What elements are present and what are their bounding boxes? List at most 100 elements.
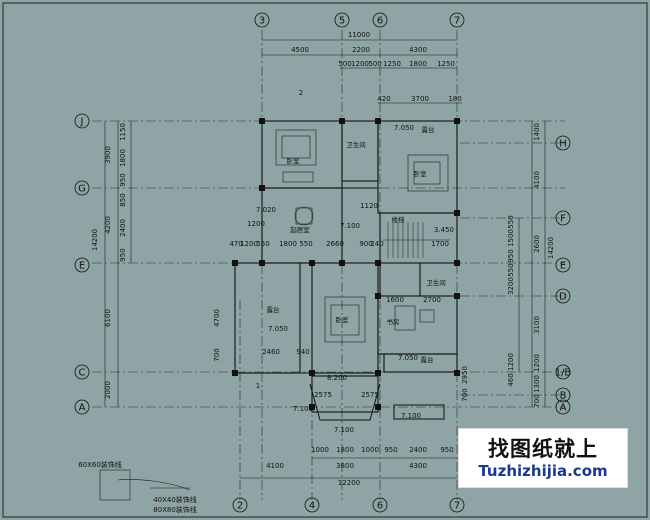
- dim-interior-8: 1700: [431, 240, 449, 248]
- dim-right-inner-0: 550: [507, 215, 515, 228]
- dim-left-inner-2: 950: [119, 173, 127, 186]
- axis-top-3-label: 7: [454, 16, 460, 27]
- dim-interior-3: 1800: [279, 240, 297, 248]
- room-label-10: 露台: [421, 355, 434, 364]
- dim-right-inner-5: 1200: [507, 353, 515, 371]
- axis-right-4-circle: [555, 364, 571, 380]
- watermark-url: Tuzhizhijia.com: [478, 462, 608, 480]
- dim-top-row3-5: 1250: [437, 60, 455, 68]
- room-label-6: 露台: [422, 125, 435, 134]
- level-mark-6: 7.100: [334, 426, 354, 434]
- dim-left-total: 14200: [91, 229, 99, 251]
- dim-left-inner-4: 2400: [119, 219, 127, 237]
- dim-right-outer-6: 700: [533, 394, 541, 407]
- axis-top-0-circle: [254, 12, 270, 28]
- room-label-0: 卧室: [287, 156, 301, 165]
- wall-outlines: [234, 120, 458, 413]
- axis-bottom-3-circle: [449, 497, 465, 513]
- dim-right-outer-1: 4100: [533, 171, 541, 189]
- axis-right-4-label: 1/B: [555, 368, 572, 379]
- axis-bottom-2-circle: [372, 497, 388, 513]
- dim-right-outer-2: 2600: [533, 235, 541, 253]
- legend-label-2: 80X80装饰线: [153, 505, 197, 514]
- dim-top-row3-0: 500: [338, 60, 351, 68]
- axis-left-1-label: G: [78, 184, 86, 195]
- axis-right-3-label: D: [559, 292, 567, 303]
- dim-interior-15: 2575: [314, 391, 332, 399]
- dim-interior-16: 2575: [361, 391, 379, 399]
- misc-label-1: 1: [256, 382, 260, 390]
- dim-top-row3-2: 500: [368, 60, 381, 68]
- dim-interior-7: 240: [370, 240, 383, 248]
- wall-columns: [232, 118, 460, 410]
- legend-label-1: 40X40装饰线: [153, 495, 197, 504]
- dim-bottom-row1-5: 950: [440, 446, 453, 454]
- staircase: [383, 222, 450, 258]
- dim-bottom-row1-0: 1000: [311, 446, 329, 454]
- dim-interior-10: 700: [213, 348, 221, 361]
- dim-left-inner-5: 950: [119, 248, 127, 261]
- room-label-5: 卫生间: [426, 278, 446, 287]
- dim-right-inner-3: 550: [507, 263, 515, 276]
- level-mark-8: 8.200: [327, 374, 347, 382]
- axis-bottom-1-label: 4: [309, 501, 315, 512]
- dim-interior-20: 1120: [360, 202, 378, 210]
- axis-right-6-label: A: [560, 403, 567, 414]
- axis-right-1-label: F: [560, 214, 566, 225]
- axis-right-5-circle: [555, 387, 571, 403]
- room-label-2: 起居室: [290, 225, 310, 234]
- level-mark-5: 7.100: [293, 405, 313, 413]
- axis-right-0-label: H: [559, 139, 567, 150]
- dim-top-row3-1: 1200: [351, 60, 369, 68]
- axis-right-5-label: B: [560, 391, 567, 402]
- dim-top-row2-2: 4300: [409, 46, 427, 54]
- dim-bottom-total: 12200: [338, 479, 360, 487]
- axis-bottom-0-circle: [232, 497, 248, 513]
- axis-bottom-2-label: 6: [377, 501, 383, 512]
- dim-top-row4-1: 3700: [411, 95, 429, 103]
- level-mark-7: 3.450: [434, 226, 454, 234]
- dim-bottom-row2-1: 3800: [336, 462, 354, 470]
- dim-interior-6: 900: [359, 240, 372, 248]
- axis-left-0-circle: [74, 113, 90, 129]
- dim-left-outer-1: 4200: [104, 216, 112, 234]
- watermark-title: 找图纸就上: [488, 437, 598, 461]
- dim-interior-11: 2460: [262, 348, 280, 356]
- axis-top-0-label: 3: [259, 16, 265, 27]
- dim-right-outer-0: 1400: [533, 123, 541, 141]
- axis-right-0-circle: [555, 135, 571, 151]
- dim-bottom-row1-1: 1800: [336, 446, 354, 454]
- dim-right-inner-6: 460: [507, 373, 515, 386]
- dim-top-total: 11000: [348, 31, 370, 39]
- dim-top-row4-0: 420: [377, 95, 390, 103]
- legend-label-0: 60X60装饰线: [78, 460, 122, 469]
- dim-right-inner-1: 1500: [507, 229, 515, 247]
- dim-right-outer-4: 1200: [533, 354, 541, 372]
- axis-bottom-1-circle: [304, 497, 320, 513]
- room-label-9: 露台: [267, 305, 280, 314]
- dim-interior-18: 700: [461, 388, 469, 401]
- dim-right-inner-2: 950: [507, 249, 515, 262]
- dim-bottom-row2-2: 4300: [409, 462, 427, 470]
- room-label-1: 卫生间: [346, 140, 366, 149]
- dim-interior-17: 2950: [461, 366, 469, 384]
- axis-top-1-label: 5: [339, 16, 345, 27]
- dim-interior-0: 470: [229, 240, 242, 248]
- axis-left-4-circle: [74, 399, 90, 415]
- front-balcony: [309, 383, 445, 421]
- dim-interior-13: 1600: [386, 296, 404, 304]
- dim-left-outer-3: 2000: [104, 381, 112, 399]
- dim-left-inner-1: 1800: [119, 149, 127, 167]
- axis-right-2-circle: [555, 257, 571, 273]
- dim-right-inner-4: 3200: [507, 277, 515, 295]
- dim-right-outer-5: 1300: [533, 375, 541, 393]
- axis-left-3-circle: [74, 364, 90, 380]
- dim-bottom-row1-4: 2400: [409, 446, 427, 454]
- level-mark-1: 7.020: [256, 206, 276, 214]
- dim-top-row2-0: 4500: [291, 46, 309, 54]
